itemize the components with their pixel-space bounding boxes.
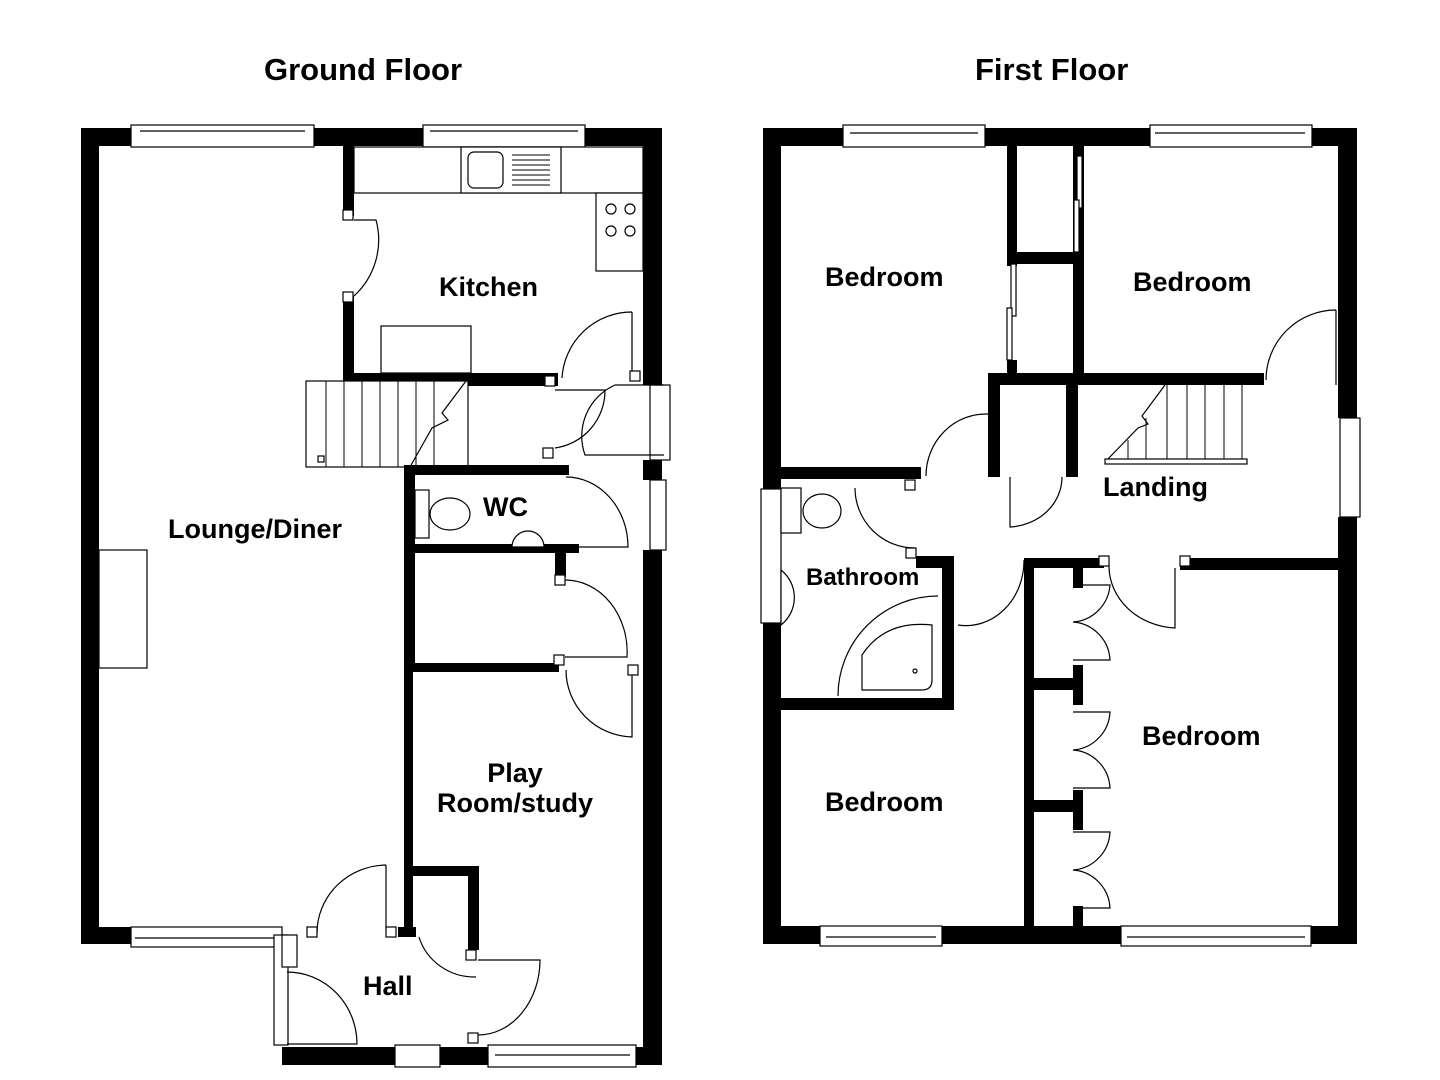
- room-label-bathroom: Bathroom: [806, 564, 920, 591]
- room-label-landing: Landing: [1103, 472, 1208, 502]
- room-label-play-line2: Room/study: [437, 788, 594, 818]
- room-label-hall: Hall: [363, 971, 413, 1001]
- room-label-kitchen: Kitchen: [439, 272, 539, 302]
- room-label-bedroom-1: Bedroom: [825, 262, 944, 292]
- room-label-bedroom-4: Bedroom: [825, 787, 944, 817]
- room-label-bedroom-2: Bedroom: [1133, 267, 1252, 297]
- room-label-wc: WC: [483, 492, 528, 522]
- ground-floor-title: Ground Floor: [264, 52, 463, 87]
- room-label-lounge-diner: Lounge/Diner: [168, 514, 342, 544]
- room-label-play-line1: Play: [487, 758, 543, 788]
- room-label-bedroom-3: Bedroom: [1142, 721, 1261, 751]
- room-label-play-room: Play Room/study: [437, 758, 593, 818]
- first-floor-plan: [760, 124, 1361, 947]
- first-floor-title: First Floor: [975, 52, 1129, 87]
- ground-floor-plan: [81, 124, 671, 1068]
